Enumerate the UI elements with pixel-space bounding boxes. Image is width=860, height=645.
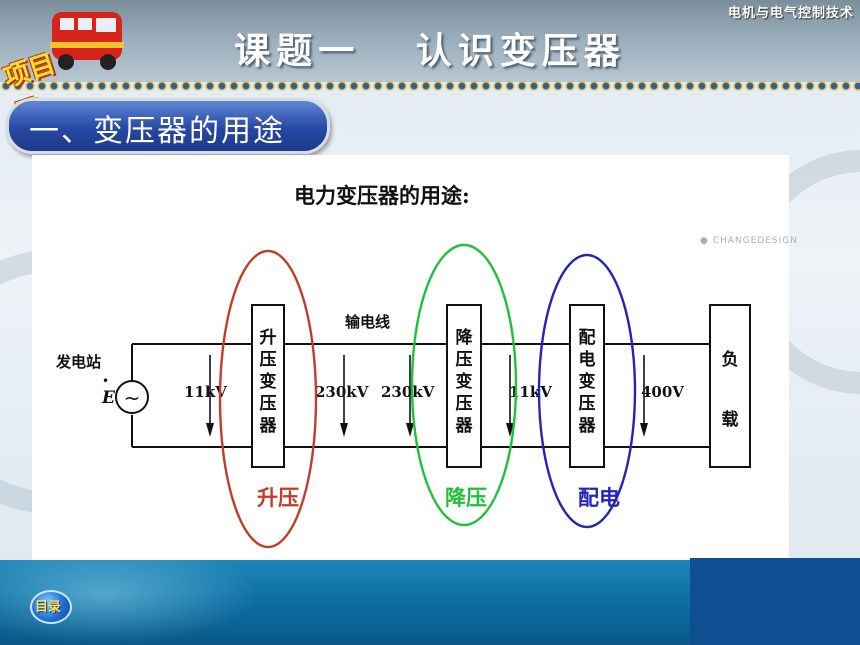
watermark-text: ● CHANGEDESIGN xyxy=(700,236,799,246)
step-up-transformer-label-char: 变 xyxy=(260,371,277,392)
diagram-title: 电力变压器的用途: xyxy=(294,183,470,208)
step-down-transformer-label-char: 器 xyxy=(455,416,474,436)
circle-label: 降压 xyxy=(445,486,487,510)
diagram-panel: 电力变压器的用途: 输电线 发电站 ~ E • xyxy=(32,155,789,560)
lesson-title: 课题一 认识变压器 xyxy=(234,30,626,72)
step-down-transformer-label-char: 压 xyxy=(456,394,473,414)
load-box xyxy=(709,304,751,468)
section-title: 一、变压器的用途 xyxy=(29,114,285,149)
power-station-label: 发电站 xyxy=(55,353,101,371)
step-up-transformer-label-char: 升 xyxy=(260,328,277,348)
distribution-transformer-label-char: 电 xyxy=(579,349,596,370)
voltage-label: 400V xyxy=(641,383,684,401)
load-label-char: 载 xyxy=(722,409,739,430)
step-up-transformer-label-char: 压 xyxy=(260,394,277,414)
load-label-char: 负 xyxy=(722,349,739,370)
toc-button-label[interactable]: 目录 xyxy=(35,600,62,615)
voltage-label: 11kV xyxy=(184,383,227,401)
voltage-label: 230kV xyxy=(381,383,435,401)
voltage-label: 230kV xyxy=(315,383,369,401)
course-name: 电机与电气控制技术 xyxy=(727,6,854,21)
project-badge: 项目三 xyxy=(0,12,124,129)
ac-symbol: ~ xyxy=(124,386,141,410)
bus-icon xyxy=(50,12,124,70)
step-up-transformer-label-char: 压 xyxy=(260,350,277,370)
step-down-transformer-label-char: 变 xyxy=(456,371,473,392)
step-down-highlight-circle xyxy=(410,243,518,527)
distribution-transformer-label-char: 压 xyxy=(579,394,596,414)
voltage-arrows xyxy=(209,355,645,425)
step-down-transformer-label-char: 压 xyxy=(456,350,473,370)
transformer-usage-diagram: 电力变压器的用途: 输电线 发电站 ~ E • xyxy=(55,183,751,549)
distribution-transformer-label-char: 配 xyxy=(579,328,596,348)
step-down-transformer-box xyxy=(446,304,482,468)
decorative-dot-strip xyxy=(0,80,860,92)
transmission-line-label: 输电线 xyxy=(345,313,390,331)
circle-label: 升压 xyxy=(257,486,299,510)
step-down-transformer-label-char: 降 xyxy=(456,327,474,348)
voltage-label: 11kV xyxy=(509,383,552,401)
section-pill: 一、变压器的用途 xyxy=(6,98,330,154)
footer-navy-panel xyxy=(690,558,860,645)
step-up-highlight-circle xyxy=(218,249,318,549)
step-up-transformer-label-char: 器 xyxy=(259,416,278,436)
step-up-transformer-box xyxy=(251,304,285,468)
emf-dot: • xyxy=(102,374,109,388)
emf-symbol: E xyxy=(101,388,116,408)
toc-button[interactable] xyxy=(30,590,72,624)
circle-label: 配电 xyxy=(578,486,620,510)
distribution-transformer-label-char: 器 xyxy=(578,416,597,436)
distribution-highlight-circle xyxy=(537,253,637,529)
distribution-transformer-label-char: 变 xyxy=(579,371,596,392)
header-bar xyxy=(0,0,860,82)
distribution-transformer-box xyxy=(569,304,605,468)
generator-source: ~ E • xyxy=(101,374,149,414)
